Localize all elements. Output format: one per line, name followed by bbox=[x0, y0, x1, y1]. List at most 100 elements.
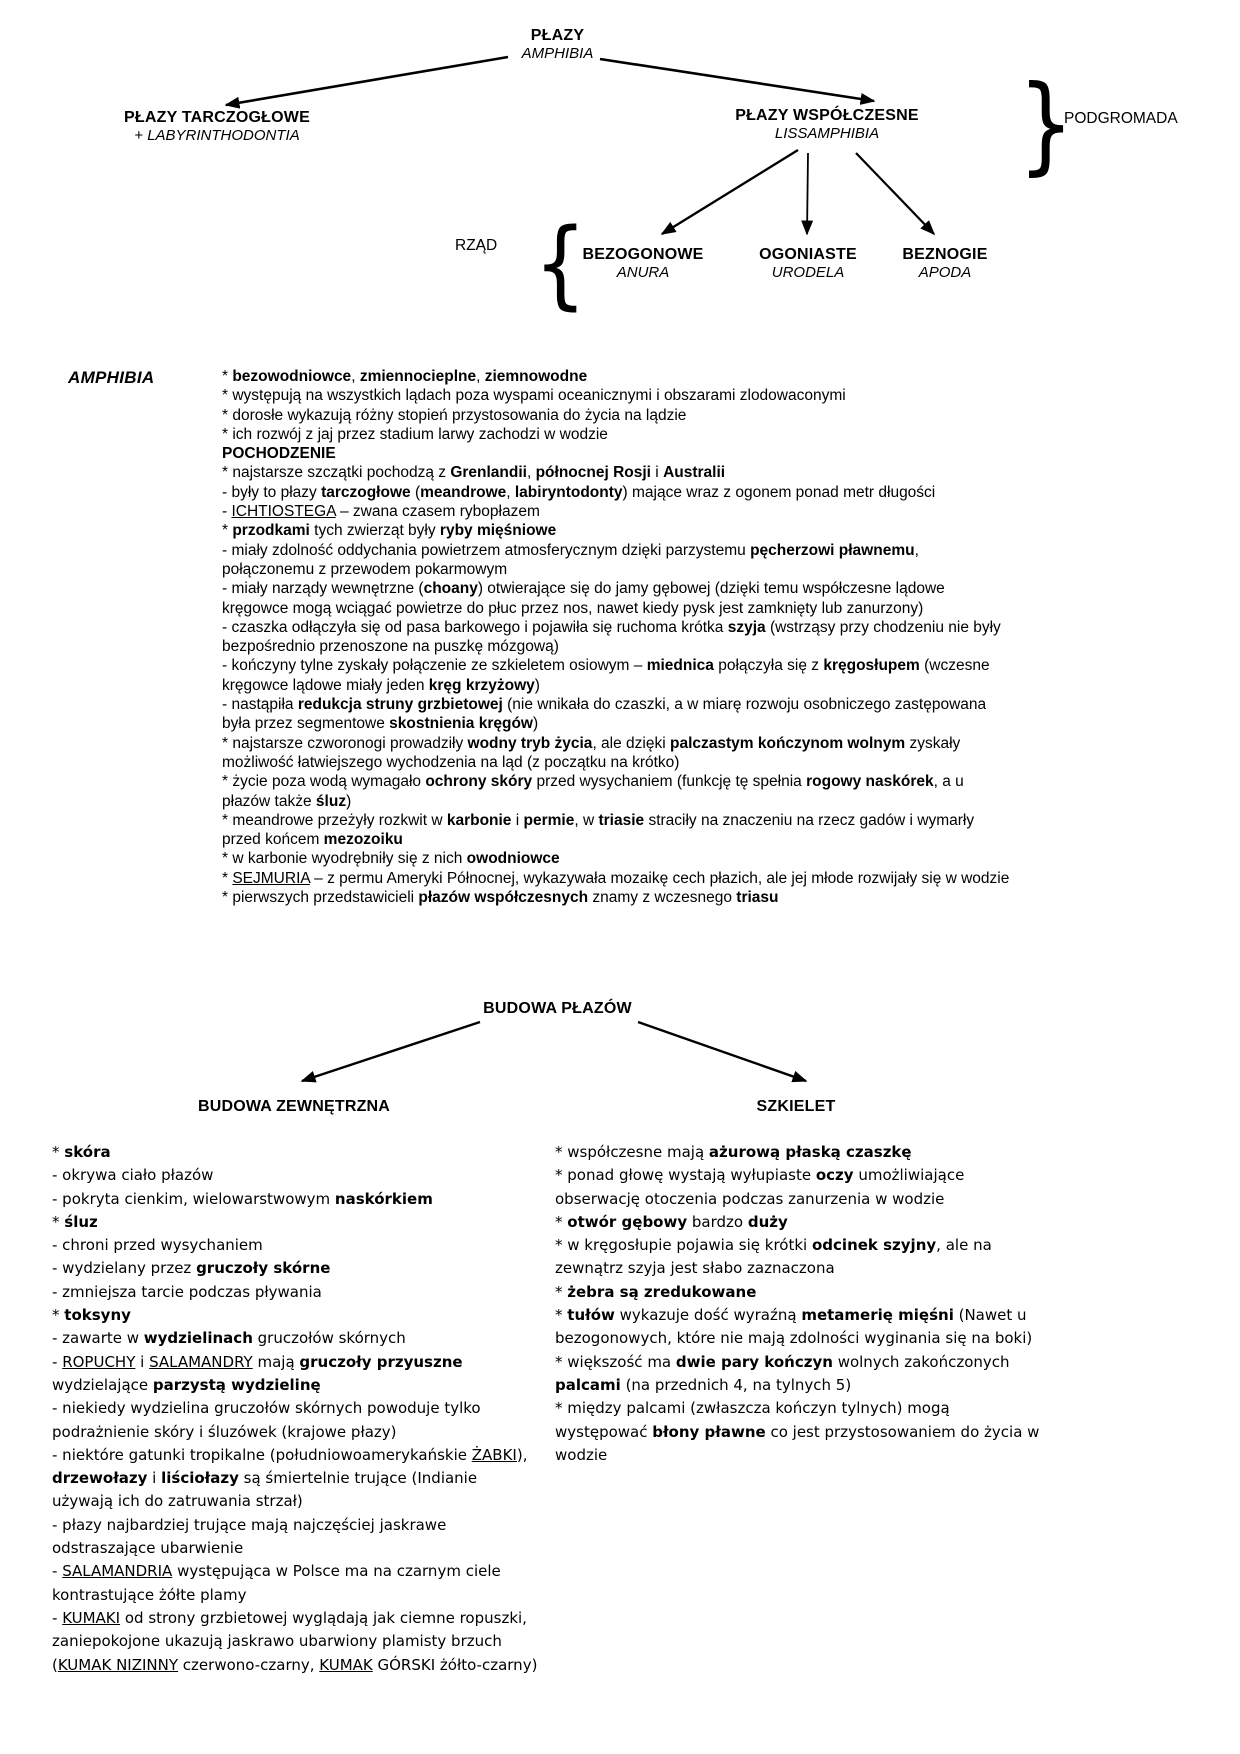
text-line: * ich rozwój z jaj przez stadium larwy z… bbox=[222, 425, 608, 443]
text-line: * skóra bbox=[52, 1143, 111, 1161]
bezogonowe-latin: ANURA bbox=[616, 264, 670, 281]
text-line: obserwację otoczenia podczas zanurzenia … bbox=[555, 1189, 945, 1208]
bezogonowe-name: BEZOGONOWE bbox=[582, 246, 704, 263]
text-line: wodzie bbox=[555, 1445, 608, 1464]
text-line: * większość ma dwie pary kończyn wolnych… bbox=[555, 1352, 1010, 1371]
taxonomy-root-node: PŁAZY AMPHIBIA bbox=[455, 26, 660, 63]
root-latin: AMPHIBIA bbox=[521, 45, 594, 62]
text-line: bezogonowych, które nie mają zdolności w… bbox=[555, 1329, 1033, 1348]
text-line: * pierwszych przedstawicieli płazów wspó… bbox=[222, 889, 779, 907]
arrow-budowa-to-szkielet bbox=[637, 1020, 808, 1083]
text-line: * SEJMURIA – z permu Ameryki Północnej, … bbox=[222, 869, 1010, 887]
text-line: - były to płazy tarczogłowe (meandrowe, … bbox=[222, 483, 936, 501]
text-line: * tułów wykazuje dość wyraźną metamerię … bbox=[555, 1306, 1027, 1325]
szkielet-header: SZKIELET bbox=[756, 1098, 836, 1115]
rzad-brace: { bbox=[534, 207, 587, 320]
text-line: - płazy najbardziej trujące mają najczęś… bbox=[52, 1515, 447, 1534]
wspolczesne-latin: LISSAMPHIBIA bbox=[774, 125, 880, 142]
text-line: - zmniejsza tarcie podczas pływania bbox=[52, 1282, 322, 1301]
text-line: * w karbonie wyodrębniły się z nich owod… bbox=[222, 850, 560, 868]
text-line: kręgowce mogą wciągać powietrze do płuc … bbox=[222, 599, 924, 617]
text-line: * meandrowe przeżyły rozkwit w karbonie … bbox=[222, 811, 975, 829]
text-line: * śluz bbox=[52, 1212, 98, 1231]
rzad-label: RZĄD bbox=[455, 237, 498, 254]
order-node-bezogonowe: BEZOGONOWE ANURA bbox=[563, 245, 723, 282]
amphibia-section-label: AMPHIBIA bbox=[68, 368, 155, 387]
text-line: drzewołazy i liściołazy są śmiertelnie t… bbox=[52, 1469, 478, 1488]
text-line: * toksyny bbox=[52, 1306, 131, 1325]
order-node-beznogie: BEZNOGIE APODA bbox=[865, 245, 1025, 282]
text-line: - ICHTIOSTEGA – zwana czasem rybopłazem bbox=[222, 503, 540, 521]
text-line: kręgowce lądowe miały jeden kręg krzyżow… bbox=[222, 676, 540, 694]
budowa-zewnetrzna-header: BUDOWA ZEWNĘTRZNA bbox=[197, 1098, 391, 1115]
text-line: * w kręgosłupie pojawia się krótki odcin… bbox=[555, 1236, 992, 1255]
text-line: * żebra są zredukowane bbox=[555, 1282, 757, 1301]
text-line: (KUMAK NIZINNY czerwono-czarny, KUMAK GÓ… bbox=[52, 1655, 538, 1674]
text-line: bezpośrednio przenoszone na puszkę mózgo… bbox=[222, 638, 559, 656]
text-line: była przez segmentowe skostnienia kręgów… bbox=[222, 715, 539, 733]
amphibia-notes: * bezowodniowce, zmiennocieplne, ziemnow… bbox=[222, 367, 1082, 907]
text-line: - czaszka odłączyła się od pasa barkoweg… bbox=[222, 618, 1001, 636]
text-line: przed końcem mezozoiku bbox=[222, 831, 403, 849]
text-line: - niektóre gatunki tropikalne (południow… bbox=[52, 1445, 528, 1464]
text-line: POCHODZENIE bbox=[222, 445, 336, 463]
text-line: - miały narządy wewnętrzne (choany) otwi… bbox=[222, 580, 945, 598]
arrow-root-to-wspolczesne bbox=[599, 57, 876, 105]
text-line: - niekiedy wydzielina gruczołów skórnych… bbox=[52, 1399, 481, 1418]
ogoniaste-latin: URODELA bbox=[771, 264, 845, 281]
podgromada-label: PODGROMADA bbox=[1064, 110, 1178, 127]
text-line: * współczesne mają ażurową płaską czaszk… bbox=[555, 1143, 912, 1161]
text-line: - SALAMANDRIA występująca w Polsce ma na… bbox=[52, 1562, 501, 1581]
skeleton-column: * współczesne mają ażurową płaską czaszk… bbox=[555, 1141, 1065, 1467]
beznogie-name: BEZNOGIE bbox=[902, 246, 988, 263]
tarczoglowe-name: PŁAZY TARCZOGŁOWE bbox=[124, 109, 310, 126]
text-line: * najstarsze czworonogi prowadziły wodny… bbox=[222, 734, 961, 752]
text-line: palcami (na przednich 4, na tylnych 5) bbox=[555, 1375, 852, 1394]
text-line: używają ich do zatruwania strzał) bbox=[52, 1492, 303, 1511]
text-line: - zawarte w wydzielinach gruczołów skórn… bbox=[52, 1329, 406, 1348]
text-line: - chroni przed wysychaniem bbox=[52, 1236, 263, 1255]
text-line: * przodkami tych zwierząt były ryby mięś… bbox=[222, 522, 557, 540]
order-node-ogoniaste: OGONIASTE URODELA bbox=[728, 245, 888, 282]
text-line: kontrastujące żółte plamy bbox=[52, 1585, 247, 1604]
taxonomy-left-node: PŁAZY TARCZOGŁOWE + LABYRINTHODONTIA bbox=[67, 108, 367, 145]
arrow-lissamphibia-to-beznogie bbox=[855, 152, 936, 236]
beznogie-latin: APODA bbox=[918, 264, 972, 281]
text-line: - wydzielany przez gruczoły skórne bbox=[52, 1259, 331, 1278]
text-line: - nastąpiła redukcja struny grzbietowej … bbox=[222, 696, 987, 714]
text-line: odstraszające ubarwienie bbox=[52, 1539, 244, 1558]
text-line: * najstarsze szczątki pochodzą z Grenlan… bbox=[222, 464, 726, 482]
root-name: PŁAZY bbox=[530, 27, 585, 44]
text-line: * między palcami (zwłaszcza kończyn tyln… bbox=[555, 1399, 950, 1418]
text-line: występować błony pławne co jest przystos… bbox=[555, 1422, 1040, 1441]
text-line: * życie poza wodą wymagało ochrony skóry… bbox=[222, 773, 964, 791]
arrow-root-to-tarczoglowe bbox=[224, 55, 509, 109]
arrow-budowa-to-zewnetrzna bbox=[300, 1020, 481, 1083]
text-line: - okrywa ciało płazów bbox=[52, 1166, 214, 1185]
arrow-lissamphibia-to-bezogonowe bbox=[660, 148, 799, 236]
podgromada-brace: } bbox=[1018, 63, 1075, 187]
text-line: - pokryta cienkim, wielowarstwowym naskó… bbox=[52, 1189, 433, 1208]
wspolczesne-name: PŁAZY WSPÓŁCZESNE bbox=[735, 107, 919, 124]
text-line: podrażnienie skóry i śluzówek (krajowe p… bbox=[52, 1422, 397, 1441]
arrow-lissamphibia-to-ogoniaste bbox=[801, 152, 814, 236]
external-structure-column: * skóra - okrywa ciało płazów - pokryta ci… bbox=[52, 1141, 557, 1677]
text-line: * bezowodniowce, zmiennocieplne, ziemnow… bbox=[222, 368, 588, 385]
text-line: * dorosłe wykazują różny stopień przysto… bbox=[222, 406, 687, 424]
text-line: * ponad głowę wystają wyłupiaste oczy um… bbox=[555, 1166, 965, 1185]
text-line: - kończyny tylne zyskały połączenie ze s… bbox=[222, 657, 990, 675]
text-line: zaniepokojone ukazują jaskrawo ubarwiony… bbox=[52, 1632, 502, 1651]
text-line: - ROPUCHY i SALAMANDRY mają gruczoły prz… bbox=[52, 1352, 463, 1371]
text-line: połączonemu z przewodem pokarmowym bbox=[222, 560, 508, 578]
budowa-title: BUDOWA PŁAZÓW bbox=[483, 1000, 632, 1017]
text-line: płazów także śluz) bbox=[222, 792, 352, 810]
text-line: * otwór gębowy bardzo duży bbox=[555, 1212, 788, 1231]
taxonomy-right-node: PŁAZY WSPÓŁCZESNE LISSAMPHIBIA bbox=[727, 106, 927, 143]
ogoniaste-name: OGONIASTE bbox=[759, 246, 857, 263]
text-line: wydzielające parzystą wydzielinę bbox=[52, 1375, 321, 1394]
tarczoglowe-latin: + LABYRINTHODONTIA bbox=[134, 127, 300, 144]
text-line: zewnątrz szyja jest słabo zaznaczona bbox=[555, 1259, 835, 1278]
text-line: - miały zdolność oddychania powietrzem a… bbox=[222, 541, 919, 559]
text-line: możliwość łatwiejszego wychodzenia na lą… bbox=[222, 753, 680, 771]
